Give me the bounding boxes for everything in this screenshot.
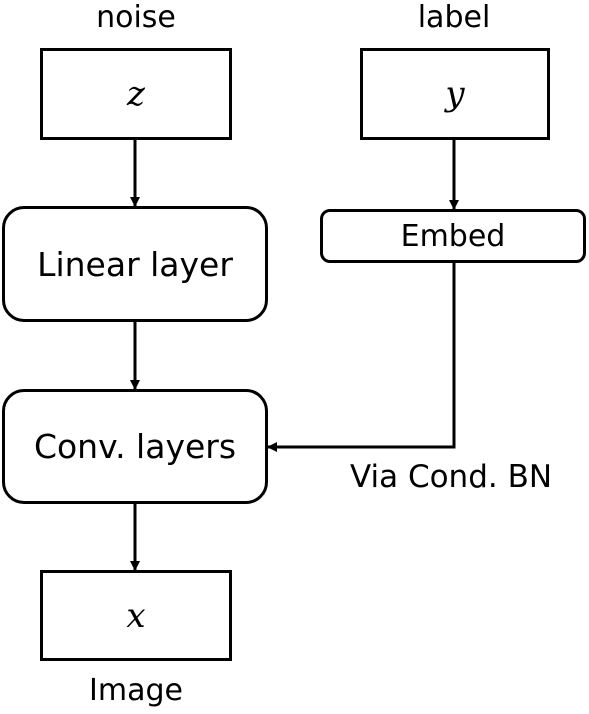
noise-node: z [40, 48, 232, 140]
output-symbol: x [126, 595, 146, 636]
label-caption: label [417, 0, 491, 35]
edge-embed-to-conv [267, 262, 456, 452]
conv-layers-node: Conv. layers [2, 389, 268, 504]
noise-symbol: z [127, 74, 145, 114]
output-node: x [40, 570, 232, 661]
conditioning-edge-label: Via Cond. BN [349, 459, 553, 495]
embed-node: Embed [320, 209, 586, 263]
embed-label: Embed [400, 218, 506, 254]
output-caption: Image [89, 673, 183, 708]
label-symbol: y [445, 74, 465, 114]
noise-caption: noise [96, 0, 176, 35]
label-node: y [360, 48, 550, 140]
linear-layer-node: Linear layer [2, 206, 268, 322]
linear-layer-label: Linear layer [37, 244, 233, 284]
conv-layers-label: Conv. layers [33, 427, 237, 466]
